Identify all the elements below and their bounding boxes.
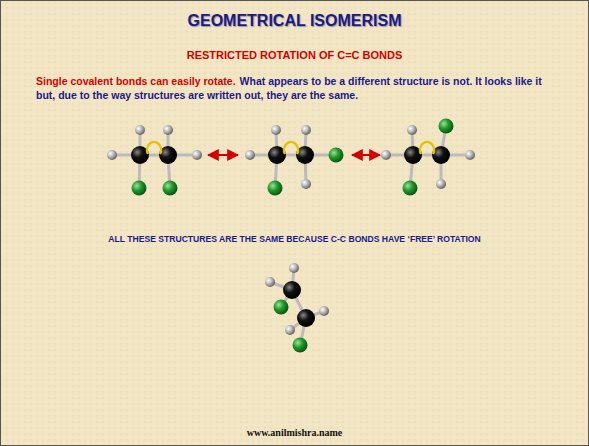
explanation: Single covalent bonds can easily rotate.… — [36, 75, 556, 102]
atom — [407, 125, 417, 135]
atom — [132, 181, 147, 196]
atom — [403, 181, 418, 196]
subtitle: RESTRICTED ROTATION OF C=C BONDS — [0, 49, 589, 61]
atom — [381, 150, 391, 160]
rotation-arc — [284, 142, 298, 154]
atom — [319, 306, 329, 316]
equivalence-arrow — [352, 154, 380, 156]
atom — [301, 179, 311, 189]
atom — [289, 263, 299, 273]
atom — [436, 179, 446, 189]
molecule-model — [381, 119, 475, 196]
atom — [285, 325, 295, 335]
rotation-arc — [147, 142, 161, 154]
statement: ALL THESE STRUCTURES ARE THE SAME BECAUS… — [0, 234, 589, 244]
molecule-model — [107, 125, 202, 196]
carbon-atom — [297, 309, 315, 327]
atom — [135, 125, 145, 135]
atom — [271, 125, 281, 135]
atom — [274, 300, 289, 315]
atom — [265, 277, 275, 287]
molecule-model — [265, 263, 329, 353]
carbon-atom — [283, 281, 301, 299]
atom — [329, 148, 344, 163]
slide-title: GEOMETRICAL ISOMERISM — [0, 12, 589, 30]
atom — [107, 150, 117, 160]
atom — [465, 150, 475, 160]
atom — [268, 181, 283, 196]
atom — [293, 338, 308, 353]
watermark: www.anilmishra.name — [0, 427, 589, 438]
atom — [163, 125, 173, 135]
atom — [192, 150, 202, 160]
molecule-model — [245, 125, 344, 196]
rotation-arc — [420, 142, 434, 154]
atom — [163, 181, 178, 196]
atom — [301, 125, 311, 135]
sentence: Single covalent bonds can easily rotate. — [36, 75, 236, 87]
atom — [439, 119, 454, 134]
equivalence-arrow — [208, 154, 238, 156]
atom — [245, 150, 255, 160]
